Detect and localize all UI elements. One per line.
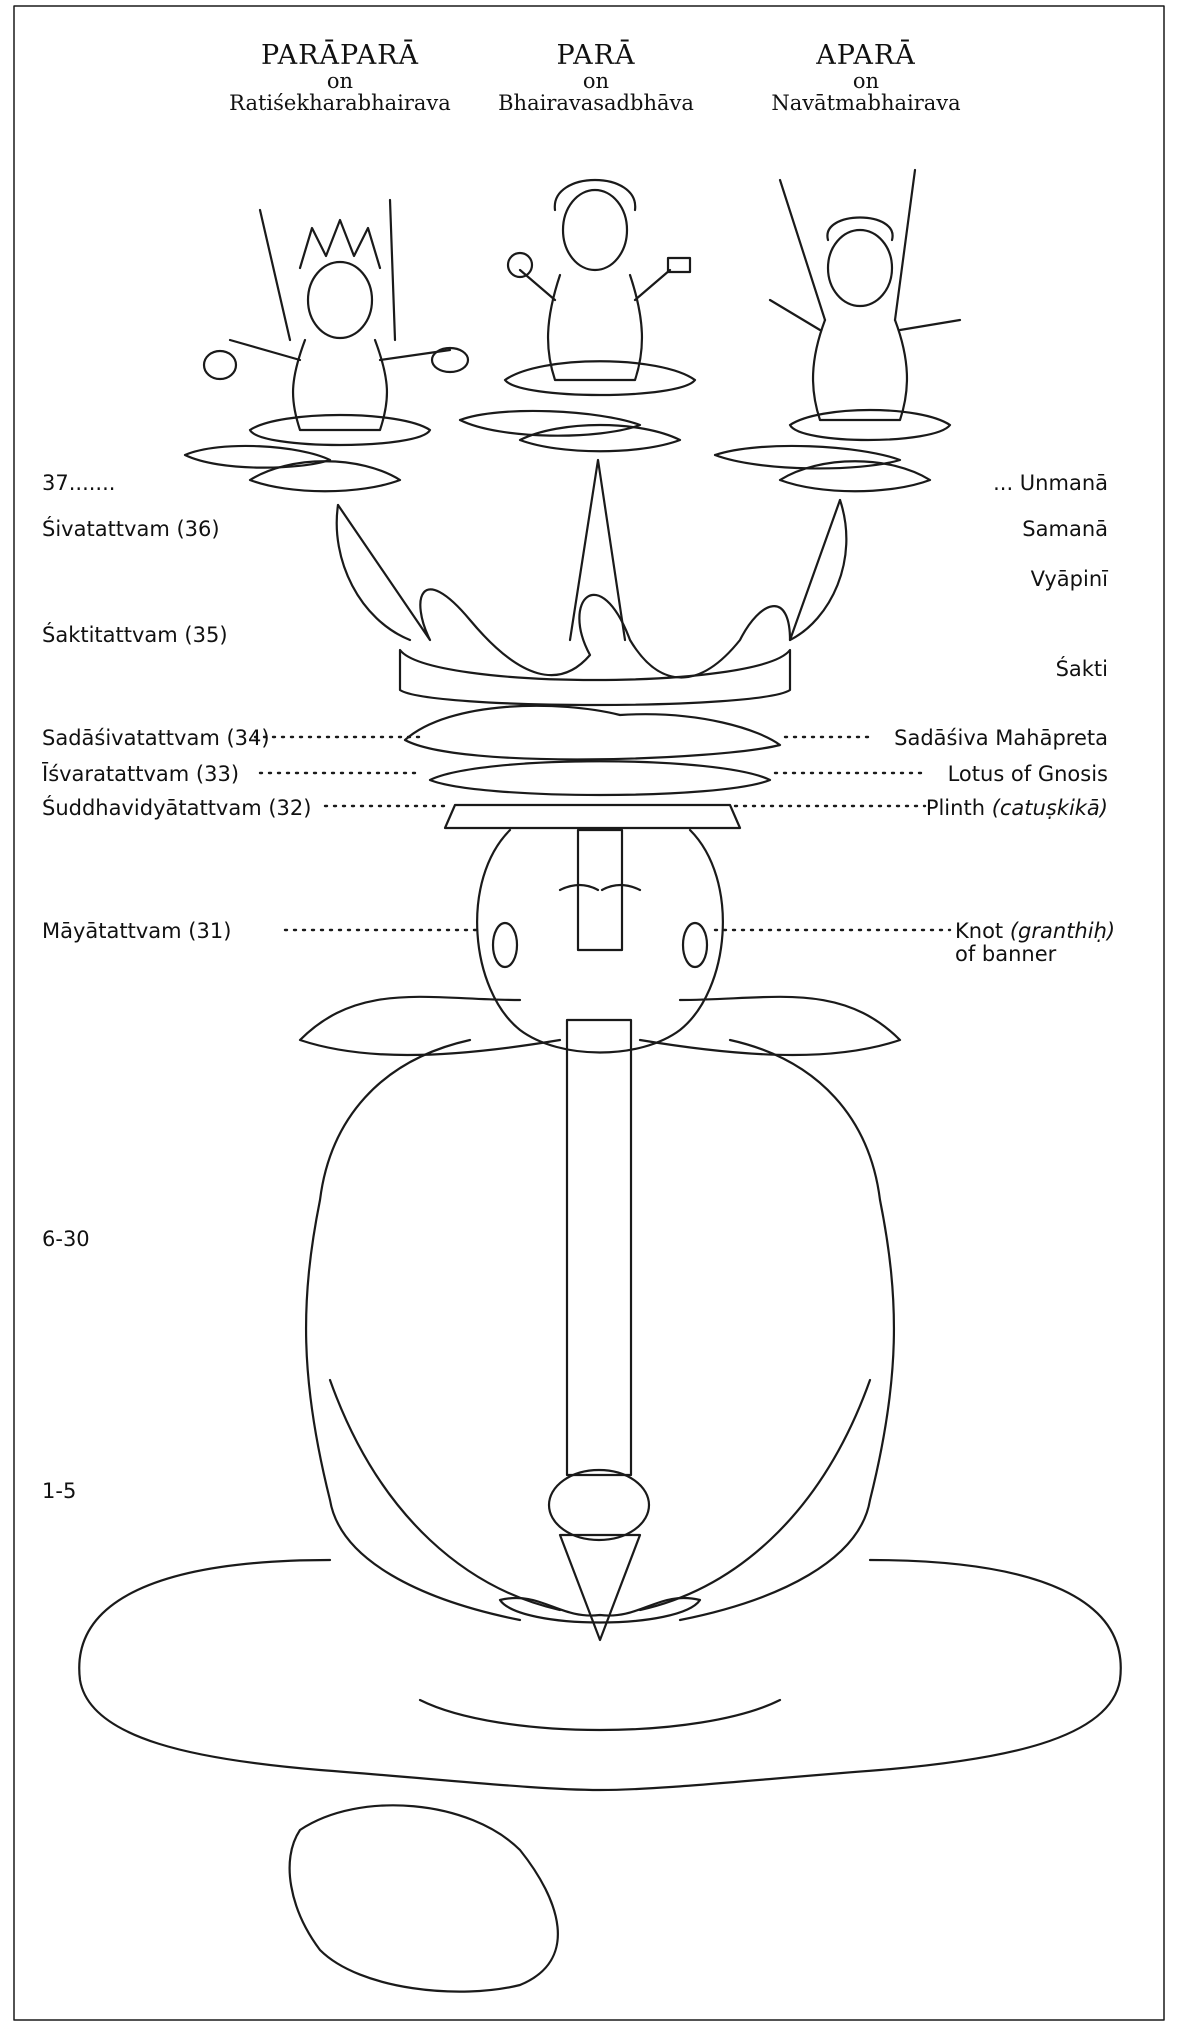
plinth-term: (catuṣkikā): [991, 796, 1108, 820]
sadasiva-corpse: [403, 704, 782, 761]
body-right: [678, 1038, 896, 1622]
label-samana: Samanā: [1022, 517, 1108, 541]
label-vyapini: Vyāpinī: [1030, 567, 1108, 591]
header-apara: APARĀ on Navātmabhairava: [716, 40, 1016, 116]
lotus-center: [518, 423, 682, 453]
banner-knot-block: [576, 828, 624, 952]
goddess-para-figure: [503, 178, 697, 397]
trident-prongs: [335, 458, 848, 707]
label-mayatattvam: Māyātattvam (31): [42, 919, 232, 943]
banner-staff: [565, 1018, 633, 1477]
header-para: PARĀ on Bhairavasadbhāva: [446, 40, 746, 116]
header-on: on: [326, 69, 354, 94]
knot-term: (granthiḥ): [1009, 919, 1116, 943]
earring-left: [491, 921, 519, 969]
foot: [288, 1804, 559, 1993]
ribbon-right: [638, 995, 902, 1057]
label-37: 37.......: [42, 471, 116, 495]
header-on: on: [852, 69, 880, 94]
goddess-apara-figure: [768, 168, 962, 442]
page-border: [13, 5, 1165, 2021]
label-sadasivatattvam: Sadāśivatattvam (34): [42, 726, 270, 750]
head-outline: [476, 828, 724, 1054]
banner-bulb: [547, 1468, 651, 1542]
label-unmana: ... Unmanā: [993, 471, 1108, 495]
header-parapara: PARĀPARĀ on Ratiśekharabhairava: [190, 40, 490, 116]
label-knot: Knot (granthiḥ) of banner: [955, 919, 1116, 967]
header-title: PARĀPARĀ: [260, 40, 420, 71]
knot-line2: of banner: [955, 942, 1057, 967]
header-deity: Ratiśekharabhairava: [229, 91, 451, 116]
lotus-of-gnosis: [428, 760, 772, 797]
waist-cloth: [418, 1698, 782, 1732]
hands: [498, 1596, 702, 1624]
goddess-parapara-figure: [202, 198, 470, 447]
corpse-right: [713, 444, 902, 470]
ribbon-left: [298, 995, 562, 1057]
corpse-center: [458, 409, 642, 437]
lotus-right: [778, 460, 932, 493]
label-sadasiva-mahapreta: Sadāśiva Mahāpreta: [894, 726, 1108, 750]
body-left: [304, 1038, 522, 1622]
label-plinth: Plinth (catuṣkikā): [925, 796, 1108, 820]
header-deity: Navātmabhairava: [771, 91, 961, 116]
label-sakti: Śakti: [1055, 657, 1108, 681]
header-on: on: [582, 69, 610, 94]
label-1-5: 1-5: [42, 1479, 77, 1503]
label-6-30: 6-30: [42, 1227, 90, 1251]
label-suddhavidyatattvam: Śuddhavidyātattvam (32): [42, 796, 312, 820]
label-isvaratattvam: Īśvaratattvam (33): [42, 762, 240, 786]
knot-prefix: Knot: [955, 919, 1004, 943]
header-title: APARĀ: [816, 40, 916, 71]
label-lotus-of-gnosis: Lotus of Gnosis: [947, 762, 1108, 786]
plinth: [443, 803, 742, 830]
earring-right: [681, 921, 709, 969]
plinth-prefix: Plinth: [925, 796, 985, 820]
eyes: [558, 883, 642, 892]
banner-point: [558, 1533, 642, 1642]
corpse-left: [183, 444, 332, 469]
lotus-left: [248, 460, 402, 493]
label-saktitattvam: Śaktitattvam (35): [42, 623, 228, 647]
arms: [328, 1378, 872, 1612]
header-deity: Bhairavasadbhāva: [498, 91, 694, 116]
header-title: PARĀ: [556, 40, 636, 71]
label-sivatattvam: Śivatattvam (36): [42, 517, 220, 541]
crossed-legs: [78, 1558, 1122, 1792]
